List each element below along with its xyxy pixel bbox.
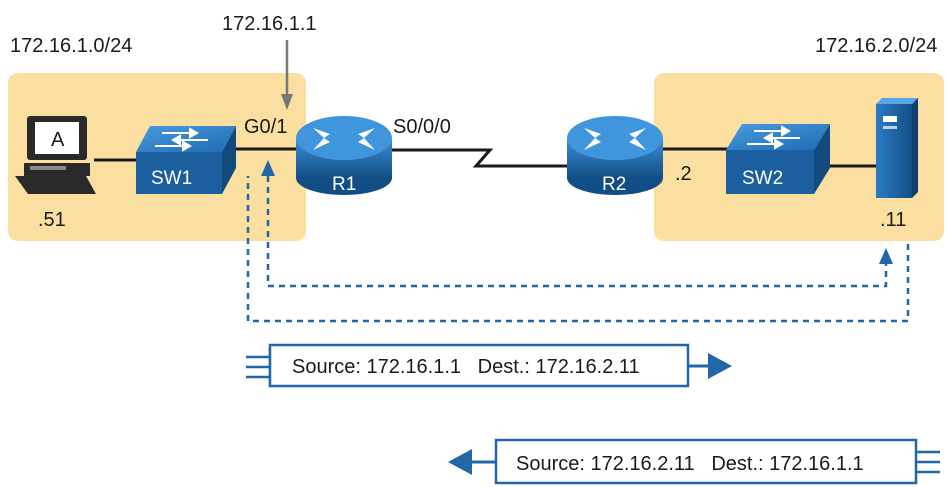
serial-link <box>388 148 572 168</box>
r1-label: R1 <box>332 174 356 195</box>
r2-label: R2 <box>602 174 626 195</box>
return-packet-text: Source: 172.16.2.11 Dest.: 172.16.1.1 <box>516 453 864 475</box>
outbound-packet-arrow <box>708 353 732 379</box>
r1-lan-interface: G0/1 <box>244 116 287 138</box>
pc-letter: A <box>51 129 65 151</box>
sw2-label: SW2 <box>742 168 783 189</box>
subnet-right-label: 172.16.2.0/24 <box>815 35 937 57</box>
r2-lan-interface: .2 <box>675 163 692 185</box>
router-r1: R1 <box>296 116 392 195</box>
return-packet: Source: 172.16.2.11 Dest.: 172.16.1.1 <box>448 438 940 485</box>
pc-host-label: .51 <box>38 209 66 231</box>
server-host-label: .11 <box>880 209 906 231</box>
switch-sw2: SW2 <box>726 124 830 194</box>
return-packet-arrow <box>448 449 472 475</box>
ip-pointer-arrow <box>281 40 293 110</box>
r1-wan-interface: S0/0/0 <box>393 116 451 138</box>
outbound-packet: Source: 172.16.1.1 Dest.: 172.16.2.11 <box>246 343 732 388</box>
switch-sw1: SW1 <box>136 126 236 194</box>
return-path <box>246 176 910 323</box>
r1-arrowhead <box>261 160 275 176</box>
router-ip-label: 172.16.1.1 <box>222 13 317 35</box>
outbound-path-arrowhead <box>879 248 893 264</box>
pc-a: A <box>15 116 96 194</box>
subnet-left-label: 172.16.1.0/24 <box>10 35 132 57</box>
sw1-label: SW1 <box>151 168 192 189</box>
outbound-packet-text: Source: 172.16.1.1 Dest.: 172.16.2.11 <box>292 356 640 378</box>
router-r2: R2 <box>567 116 663 195</box>
server <box>876 98 918 198</box>
outbound-path <box>266 176 888 288</box>
